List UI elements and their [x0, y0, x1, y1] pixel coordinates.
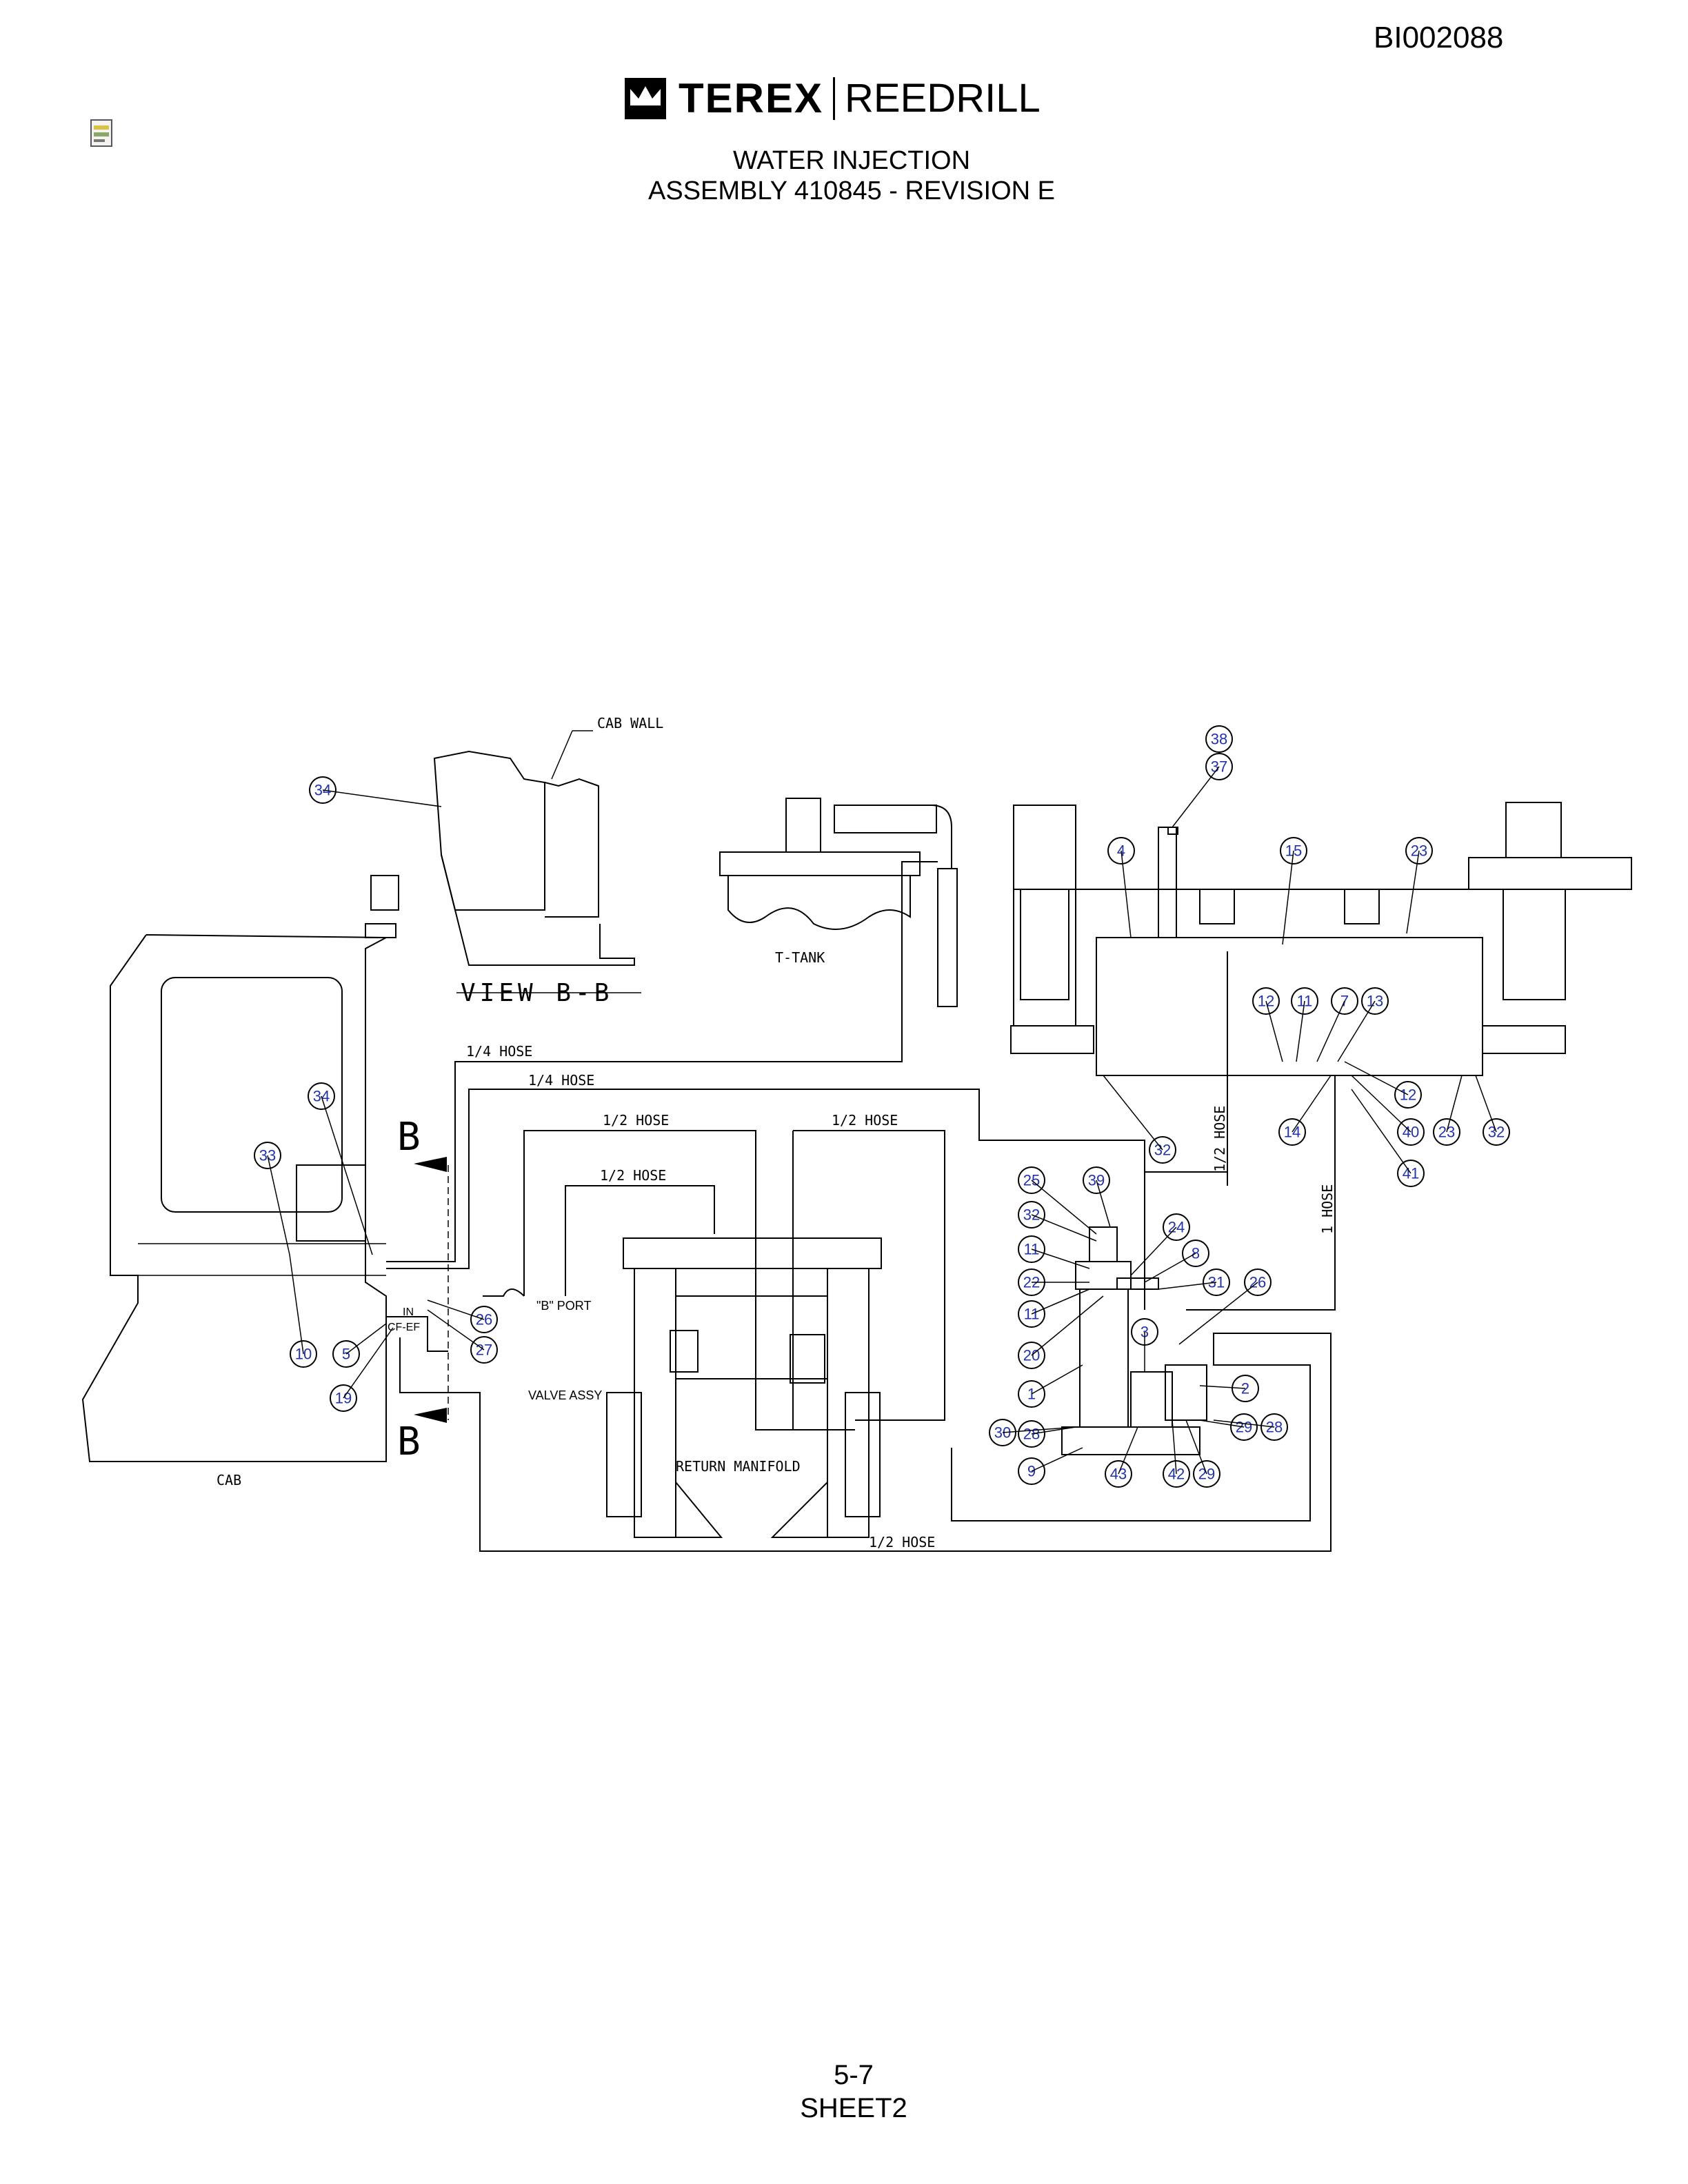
- callout-leader-line: [343, 1327, 394, 1399]
- callout-leader-line: [1031, 1295, 1104, 1356]
- t-tank: [719, 798, 958, 1007]
- callout-leader-line: [345, 1323, 387, 1355]
- document-id: BI002088: [1374, 21, 1504, 54]
- hose-label: 1/2 HOSE: [869, 1534, 935, 1550]
- t-tank-label: T-TANK: [775, 949, 825, 966]
- sheet-label: SHEET2: [800, 2093, 907, 2123]
- callout-leader-line: [1185, 1419, 1207, 1475]
- callout-leader-line: [1118, 1426, 1138, 1475]
- callout-leader-line: [1178, 1282, 1258, 1345]
- callout-leader-line: [1351, 1089, 1411, 1174]
- hose-label: 1/2 HOSE: [603, 1112, 669, 1129]
- callout-leader-line: [1292, 1075, 1332, 1133]
- document-icon[interactable]: [90, 119, 117, 149]
- callout-leader-line: [1103, 1075, 1163, 1151]
- callout-leader-line: [322, 789, 442, 807]
- callout-leader-line: [1031, 1248, 1090, 1269]
- callout-leader-line: [1002, 1426, 1076, 1433]
- cab-label: CAB: [217, 1472, 241, 1488]
- callout-leader-line: [427, 1300, 485, 1320]
- callout-leader-line: [1282, 850, 1294, 945]
- terex-reedrill-logo: TEREX REEDRILL: [623, 74, 1041, 122]
- callout-leader-line: [1130, 1226, 1177, 1276]
- hose-label: 1/4 HOSE: [466, 1043, 532, 1060]
- callout-bubble: 42: [1163, 1460, 1190, 1488]
- callout-leader-line: [1296, 1000, 1305, 1062]
- callout-leader-line: [1316, 1000, 1345, 1062]
- callout-leader-line: [1351, 1075, 1411, 1133]
- callout-leader-line: [1121, 850, 1132, 938]
- view-bb-detail: [433, 730, 641, 993]
- callout-leader-line: [1144, 1253, 1196, 1283]
- view-bb-label: VIEW B-B: [461, 979, 613, 1007]
- port-cf-ef-label: CF-EF: [388, 1322, 420, 1333]
- callout-leader-line: [1031, 1364, 1083, 1395]
- section-arrow-bottom: [414, 1408, 447, 1423]
- callout-leader-line: [1446, 1075, 1463, 1133]
- callout-leader-line: [1031, 1214, 1097, 1242]
- callout-leader-line: [1199, 1419, 1245, 1428]
- callout-bubble: 32: [1149, 1136, 1176, 1164]
- water-tank: [1010, 802, 1632, 1076]
- hose-label: 1/2 HOSE: [832, 1112, 898, 1129]
- valve-manifold-frame: [606, 1237, 882, 1538]
- port-in-label: IN: [403, 1306, 414, 1318]
- hose-label: 1/2 HOSE: [600, 1167, 666, 1184]
- callout-leader-line: [1213, 1419, 1275, 1428]
- callout-leader-line: [289, 1254, 304, 1355]
- product-name: REEDRILL: [845, 76, 1041, 121]
- callout-leader-line: [1406, 850, 1420, 934]
- hose-label: 1/2 HOSE: [1212, 1106, 1228, 1172]
- hose-routing: [386, 861, 1336, 1552]
- hose-label: 1/4 HOSE: [528, 1072, 594, 1089]
- b-port-label: "B" PORT: [536, 1299, 591, 1313]
- callout-leader-line: [1199, 1385, 1246, 1389]
- valve-assy-label: VALVE ASSY: [528, 1388, 602, 1402]
- terex-crown-icon: [625, 77, 666, 119]
- logo-divider: [833, 77, 836, 120]
- section-arrow-top: [414, 1157, 447, 1172]
- callout-leader-line: [1265, 1000, 1283, 1062]
- callout-leader-line: [1031, 1447, 1083, 1472]
- hose-label: 1 HOSE: [1319, 1184, 1336, 1234]
- callout-leader-line: [321, 1095, 373, 1255]
- callout-leader-line: [1031, 1288, 1090, 1315]
- callout-leaders: [267, 766, 1497, 1475]
- callout-leader-line: [1031, 1180, 1097, 1235]
- callout-leader-line: [1337, 1000, 1376, 1062]
- callout-leader-line: [1096, 1180, 1111, 1228]
- callout-leader-line: [1344, 1061, 1409, 1095]
- cab-outline: [81, 875, 399, 1462]
- callout-leader-line: [427, 1309, 485, 1351]
- callout-leader-line: [1158, 1282, 1217, 1290]
- page-title: WATER INJECTION: [732, 146, 971, 175]
- page-number: 5-7: [834, 2060, 874, 2090]
- callout-number: 38: [1211, 731, 1227, 748]
- callout-leader-line: [1031, 1426, 1076, 1435]
- callout-leader-line: [1172, 766, 1220, 828]
- callout-leader-line: [1475, 1075, 1497, 1133]
- callout-leader-line: [1172, 1419, 1177, 1475]
- assembly-subtitle: ASSEMBLY 410845 - REVISION E: [648, 176, 1055, 205]
- cab-wall-label: CAB WALL: [597, 715, 663, 731]
- callout-bubble: 38: [1205, 725, 1233, 753]
- section-b-top: B: [397, 1115, 421, 1160]
- return-manifold-label: RETURN MANIFOLD: [676, 1458, 801, 1475]
- callout-leader-line: [267, 1155, 290, 1255]
- brand-name: TEREX: [679, 75, 824, 121]
- section-b-bottom: B: [397, 1419, 421, 1464]
